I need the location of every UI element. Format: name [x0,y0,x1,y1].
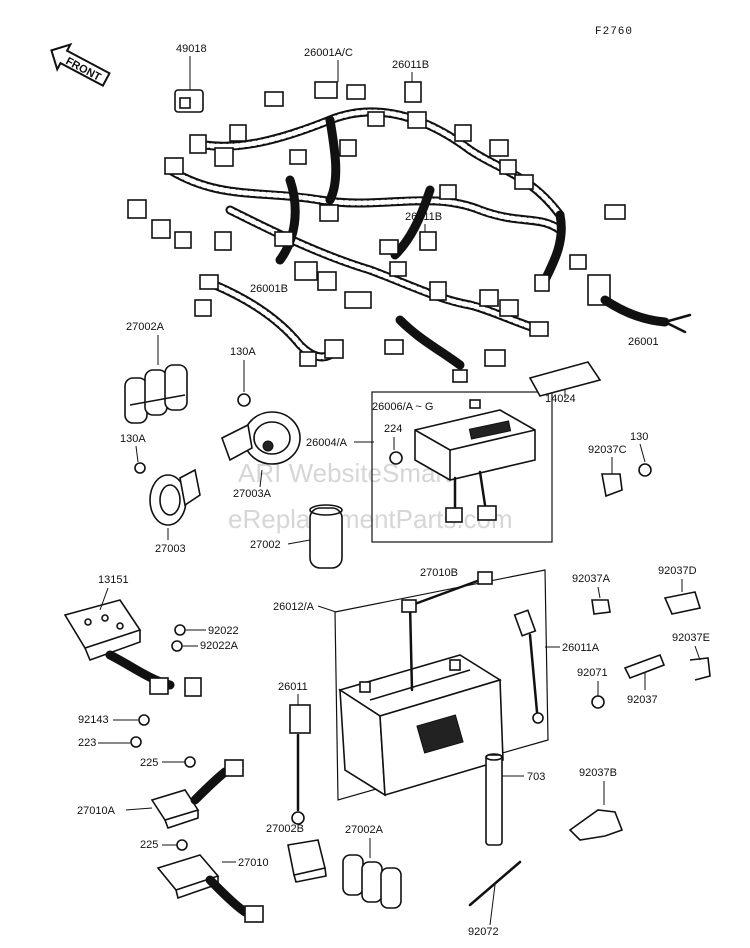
bolt-130A-1 [237,393,251,407]
label-27002A-bottom: 27002A [345,824,384,836]
bolt-225-2 [176,839,188,851]
label-26011A: 26011A [562,642,600,654]
battery-26012 [338,654,504,797]
label-27003: 27003 [155,543,186,555]
label-92037D: 92037D [658,565,697,577]
sub-harness-26001 [587,274,692,334]
label-92037A: 92037A [572,573,611,585]
label-26012: 26012/A [273,601,315,613]
label-27002A-top: 27002A [126,321,165,333]
igniter-unit-26004 [414,409,536,523]
label-49018: 49018 [176,43,207,55]
label-92071: 92071 [577,667,608,679]
label-26011: 26011 [278,681,308,693]
clamp-92037E [689,657,711,681]
junction-box-13151 [63,599,202,697]
grommet-92022 [174,624,186,636]
label-130: 130 [630,431,648,443]
ground-lead-26011 [289,704,311,825]
harness-connectors [127,81,626,383]
strap-92037 [623,653,666,680]
label-26006: 26006/A ~ G [372,401,433,413]
grommet-92022A [171,640,183,652]
label-27002: 27002 [250,539,281,551]
label-27010B: 27010B [420,567,458,579]
label-92022: 92022 [208,625,239,637]
bolt-130A-2 [134,462,146,474]
figure-reference: F2760 [595,26,633,38]
igniter-group-box [371,391,553,543]
screw-223 [130,736,142,748]
label-26001AC: 26001A/C [304,47,353,59]
label-703: 703 [527,771,545,783]
bolt-224 [389,451,403,465]
label-27003A: 27003A [233,488,272,500]
battery-cable-27010B [401,571,493,692]
bracket-92037D [663,591,702,615]
label-26001: 26001 [628,336,659,348]
label-27010: 27010 [238,857,269,869]
clamp-92037C [601,473,623,498]
front-arrow: FRONT [50,42,111,88]
battery-group-box [334,569,549,801]
label-27002B: 27002B [266,823,304,835]
label-92037E: 92037E [672,632,710,644]
label-224: 224 [384,423,402,435]
label-225-1: 225 [140,757,158,769]
label-92143: 92143 [78,714,109,726]
collar-92143 [138,714,150,726]
connector-26006 [469,399,481,409]
relay-cluster-27002A-top [124,364,188,424]
label-26011B-mid: 26011B [405,211,442,223]
label-26011B-top: 26011B [392,59,429,71]
relay-27002 [309,504,343,569]
label-225-2: 225 [140,839,158,851]
band-92072 [468,860,522,907]
label-27010A: 27010A [77,805,116,817]
label-92037: 92037 [627,694,658,706]
ground-lead-26011A [513,609,544,724]
relay-cluster-27002A-bottom [342,854,402,909]
bracket-92037B [568,809,624,841]
clamp-92037A [591,599,611,615]
regulator-27010 [156,854,264,923]
label-26001B: 26001B [250,283,288,295]
label-130A-1: 130A [230,346,256,358]
watermark-line2: eReplacementParts.com [228,504,513,534]
label-14024: 14024 [545,393,576,405]
nut-92071 [591,695,605,709]
label-92022A: 92022A [200,640,239,652]
label-92072: 92072 [468,926,499,938]
bolt-130 [638,463,652,477]
regulator-27010A [150,759,244,830]
bolt-225-1 [184,756,196,768]
label-13151: 13151 [98,574,129,586]
caution-label-14024 [528,361,602,397]
label-130A-2: 130A [120,433,146,445]
label-223: 223 [78,737,96,749]
tube-703 [485,753,503,846]
relay-27002B [287,839,327,883]
horn-27003A [221,411,301,465]
label-92037B: 92037B [579,767,617,779]
label-26004: 26004/A [306,437,348,449]
label-92037C: 92037C [588,444,627,456]
horn-27003 [149,468,201,526]
